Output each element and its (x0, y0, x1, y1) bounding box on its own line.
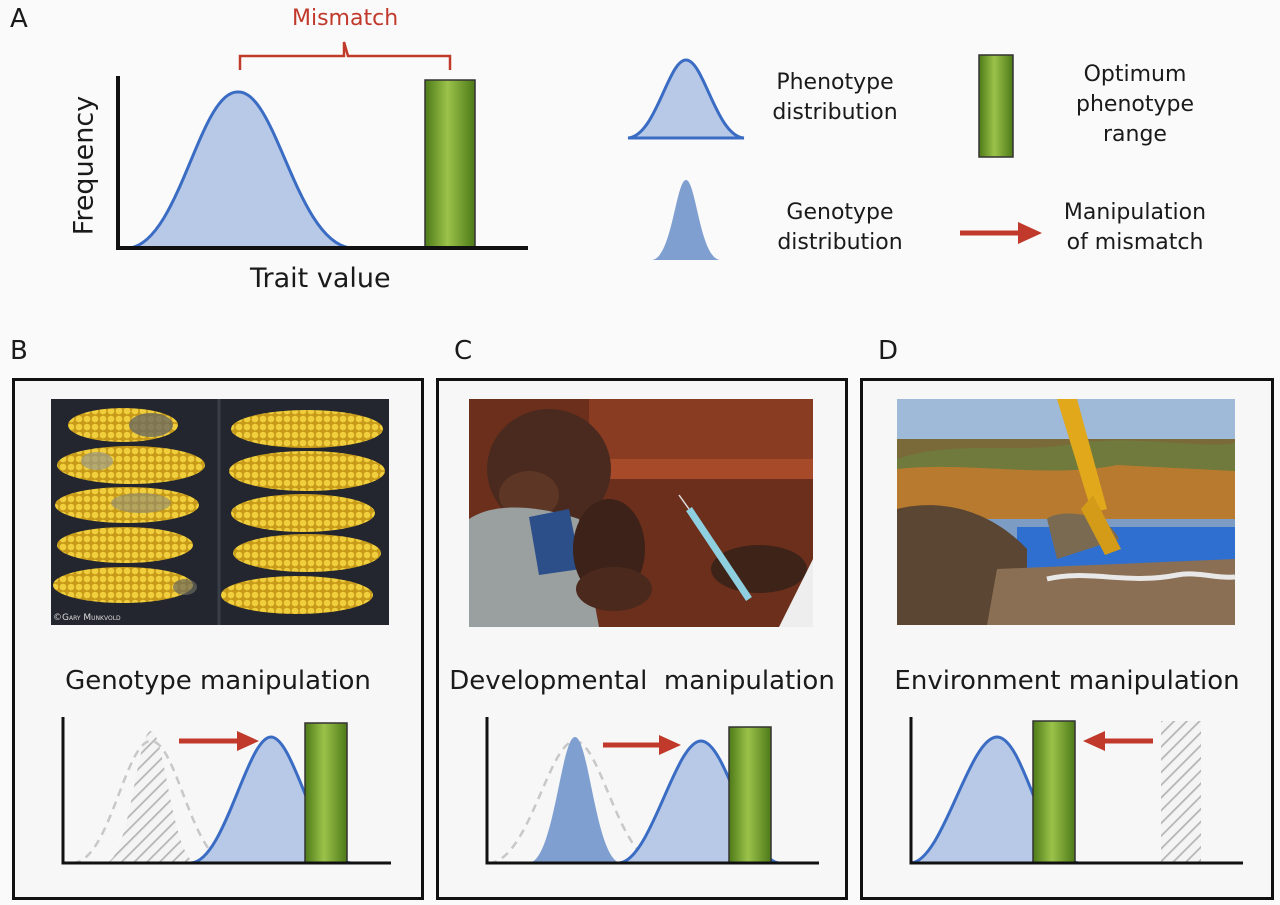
corn-photo: ©Gary Munkvold (51, 399, 389, 625)
panel-b-letter: B (10, 336, 28, 366)
mismatch-bracket (240, 42, 450, 70)
y-axis-label: Frequency (69, 66, 100, 266)
panel-d: Environment manipulation (860, 378, 1274, 900)
panel-b: ©Gary Munkvold Genotype manipulation (12, 378, 424, 900)
phenotype-curve (130, 92, 350, 248)
legend-phenotype-icon (626, 56, 746, 146)
panel-a-letter: A (10, 4, 28, 34)
optimum-bar (425, 80, 475, 248)
panel-b-caption: Genotype manipulation (15, 666, 421, 696)
panel-d-caption: Environment manipulation (863, 666, 1271, 696)
x-axis-label: Trait value (250, 263, 391, 294)
panel-c-graph (479, 711, 829, 871)
excavator-photo (897, 399, 1235, 625)
mismatch-label: Mismatch (292, 6, 398, 31)
legend-manipulation-label: Manipulation of mismatch (1050, 198, 1220, 258)
vaccination-photo (469, 399, 813, 627)
legend-genotype-icon (650, 176, 722, 262)
legend-optimum-icon (978, 54, 1014, 158)
panel-c-letter: C (454, 336, 472, 366)
photo-credit: ©Gary Munkvold (53, 613, 121, 623)
panel-d-letter: D (878, 336, 898, 366)
legend-genotype-label: Genotype distribution (760, 198, 920, 258)
panel-c-caption: Developmental manipulation (439, 666, 845, 696)
panel-d-graph (903, 711, 1253, 871)
legend-phenotype-label: Phenotype distribution (755, 68, 915, 128)
panel-c: Developmental manipulation (436, 378, 848, 900)
panel-b-graph (55, 711, 405, 871)
legend-optimum-label: Optimum phenotype range (1050, 60, 1220, 150)
panel-a-graph (60, 30, 540, 260)
legend-arrow-icon (958, 218, 1044, 248)
